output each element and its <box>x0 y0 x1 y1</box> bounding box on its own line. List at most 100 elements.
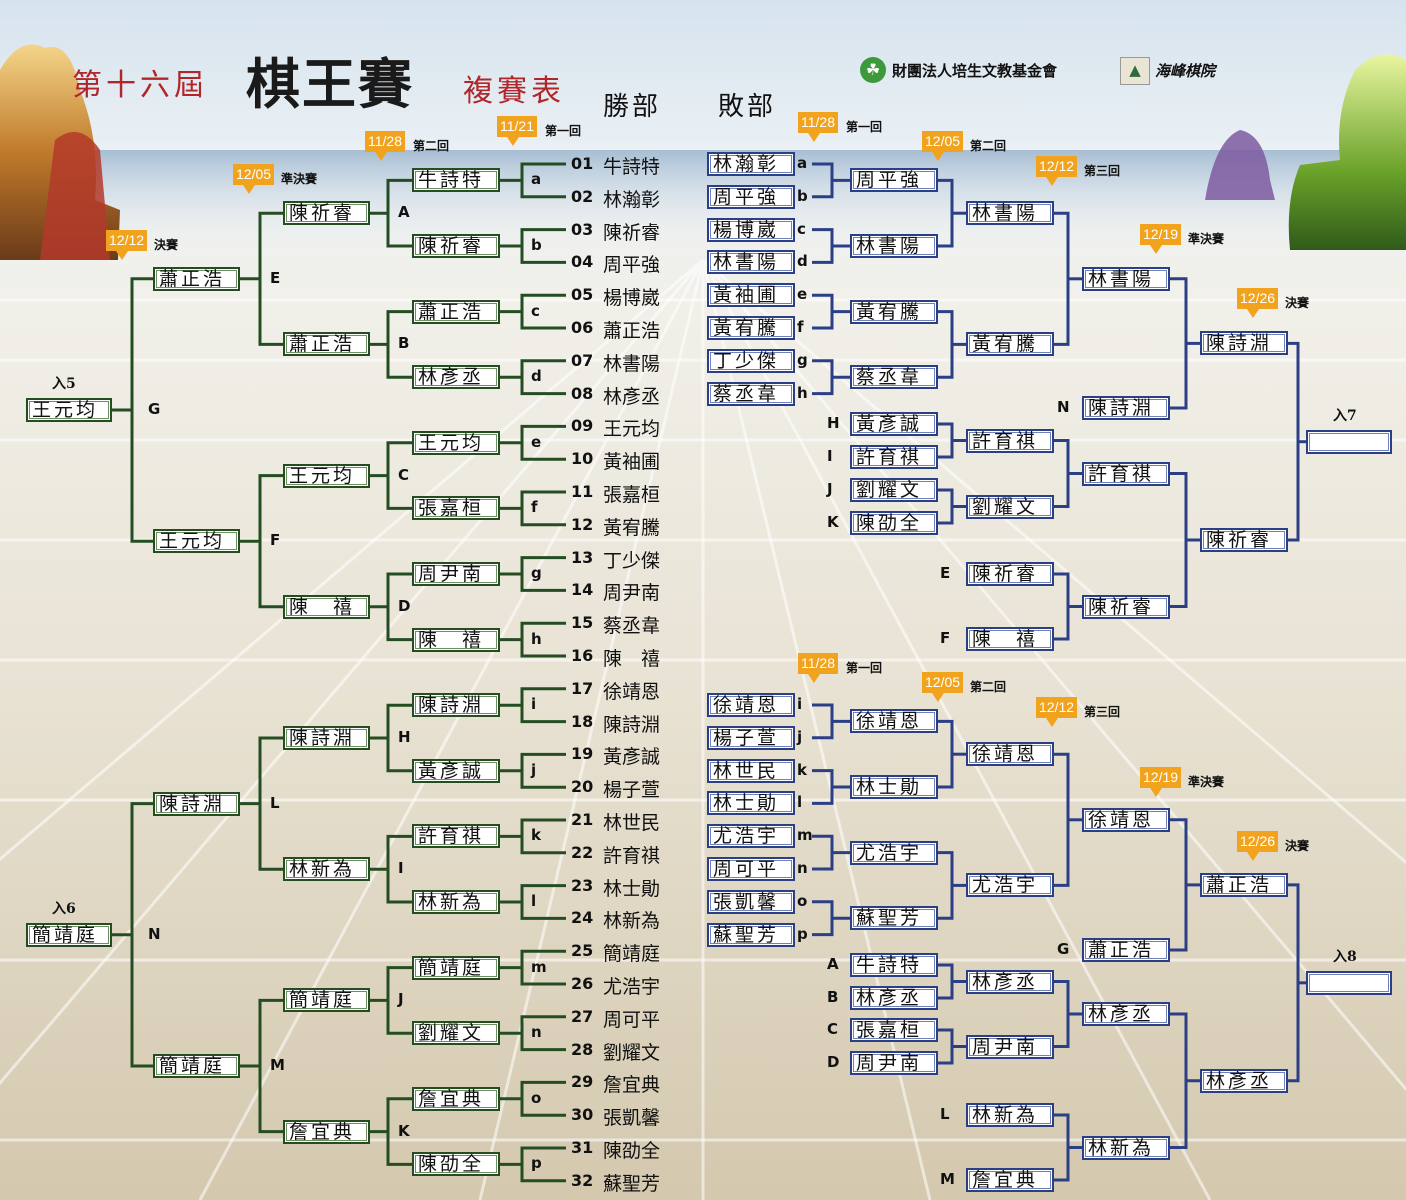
loser-semi-winner: 林彥丞 <box>1200 1068 1288 1093</box>
player-name: 林彥丞 <box>603 385 661 408</box>
round2-winner: 詹宜典 <box>283 1119 370 1144</box>
match-label: L <box>940 1105 950 1123</box>
clover-icon: ☘ <box>860 57 886 83</box>
loser-r3-winner: 徐靖恩 <box>1082 807 1170 832</box>
org-foundation: 財團法人培生文教基金會 <box>892 62 1058 80</box>
loser-seed: 詹宜典 <box>966 1168 1054 1192</box>
loser-r1-player: 林世民 <box>707 758 795 783</box>
loser-r1-winner: 徐靖恩 <box>850 709 938 734</box>
player-seed: 11 <box>571 482 594 501</box>
round1-winner: 許育祺 <box>412 824 500 849</box>
date-badge: 12/26 <box>1237 831 1279 861</box>
match-label: g <box>797 350 808 369</box>
match-label: j <box>797 727 803 746</box>
player-name: 周尹南 <box>603 582 661 605</box>
player-seed: 07 <box>571 350 594 370</box>
round2-winner: 王元均 <box>283 463 370 488</box>
loser-r1-winner: 蔡丞韋 <box>850 365 938 390</box>
mountain-right <box>1288 54 1406 250</box>
entry-label: 入5 <box>52 376 76 392</box>
player-name: 蕭正浩 <box>603 320 661 342</box>
player-seed: 17 <box>571 678 594 698</box>
round-label: 準決賽 <box>1188 775 1225 789</box>
player-seed: 15 <box>571 613 594 633</box>
round1-winner: 詹宜典 <box>412 1086 500 1111</box>
player-seed: 25 <box>571 941 594 961</box>
player-name: 蔡丞韋 <box>603 615 661 638</box>
match-label: L <box>270 793 280 812</box>
match-label: J <box>398 990 404 1009</box>
match-label: m <box>531 957 547 976</box>
loser-r2-winner: 徐靖恩 <box>966 742 1054 767</box>
player-name: 尤浩宇 <box>603 976 661 998</box>
player-seed: 12 <box>571 514 594 534</box>
player-name: 黃宥騰 <box>603 516 661 539</box>
player-name: 王元均 <box>603 418 661 441</box>
match-label: n <box>531 1023 542 1042</box>
player-seed: 23 <box>571 875 594 895</box>
loser-semi-winner: 蕭正浩 <box>1200 872 1288 897</box>
match-label: k <box>797 760 807 779</box>
player-seed: 27 <box>571 1006 594 1026</box>
player-seed: 06 <box>571 318 594 337</box>
player-name: 陳祈睿 <box>603 221 661 244</box>
loser-seed: 蕭正浩 <box>1082 938 1170 962</box>
round-label: 決賽 <box>154 238 179 252</box>
loser-r2-winner: 黃宥騰 <box>966 332 1054 357</box>
match-label: K <box>827 513 839 531</box>
match-label: J <box>827 480 833 498</box>
loser-r1-winner: 尤浩宇 <box>850 840 938 865</box>
date-badge: 11/28 <box>798 112 838 142</box>
match-label: m <box>797 826 813 845</box>
player-seed: 32 <box>571 1170 594 1190</box>
player-seed: 20 <box>571 777 594 797</box>
round3-winner: 簡靖庭 <box>153 1054 240 1078</box>
loser-r1-player: 黃袖圃 <box>707 283 795 308</box>
round2-winner: 陳 禧 <box>283 594 370 619</box>
player-name: 劉耀文 <box>603 1041 661 1064</box>
round-label: 第一回 <box>846 661 883 675</box>
round-label: 第三回 <box>1084 164 1121 178</box>
loser-r1-player: 楊博崴 <box>707 217 795 242</box>
player-seed: 14 <box>571 580 594 600</box>
round1-winner: 王元均 <box>412 430 500 455</box>
match-label: p <box>797 924 808 943</box>
match-label: e <box>531 432 542 451</box>
loser-r2-winner: 許育祺 <box>966 428 1054 453</box>
date-badge: 12/26 <box>1237 288 1279 318</box>
match-label: I <box>827 447 833 465</box>
round1-winner: 陳劭全 <box>412 1152 500 1177</box>
loser-seed: 陳劭全 <box>850 511 938 535</box>
loser-r1-player: 林士勛 <box>707 791 795 816</box>
match-label: o <box>531 1088 542 1107</box>
round2-winner: 陳詩淵 <box>283 726 370 750</box>
loser-r1-player: 周平強 <box>707 184 795 209</box>
player-seed: 30 <box>571 1105 594 1125</box>
loser-seed: 許育祺 <box>850 445 938 469</box>
round3-winner: 王元均 <box>153 529 240 554</box>
match-label: f <box>797 318 804 336</box>
player-name: 許育祺 <box>603 844 661 867</box>
player-seed: 22 <box>571 842 594 862</box>
match-label: p <box>531 1154 542 1173</box>
match-label: i <box>531 695 537 714</box>
title-edition: 第十六屆 <box>72 68 208 103</box>
date-badge: 12/05 <box>922 131 964 161</box>
loser-semi-winner: 陳詩淵 <box>1200 331 1288 356</box>
match-label: g <box>531 564 542 582</box>
round2-winner: 陳祈睿 <box>283 201 370 226</box>
loser-seed: 周尹南 <box>850 1051 938 1075</box>
round-label: 第二回 <box>413 139 450 153</box>
loser-r1-player: 尤浩宇 <box>707 824 795 849</box>
match-label: E <box>940 564 951 582</box>
loser-r1-winner: 黃宥騰 <box>850 299 938 324</box>
loser-r3-winner: 許育祺 <box>1082 461 1170 486</box>
loser-seed: 陳祈睿 <box>966 562 1054 586</box>
match-label: M <box>270 1056 285 1074</box>
loser-r1-player: 張凱馨 <box>707 889 795 914</box>
round1-winner: 簡靖庭 <box>412 955 500 980</box>
match-label: H <box>827 414 840 432</box>
match-label: h <box>531 629 542 648</box>
loser-r1-player: 蘇聖芳 <box>707 922 795 947</box>
match-label: K <box>398 1121 410 1140</box>
